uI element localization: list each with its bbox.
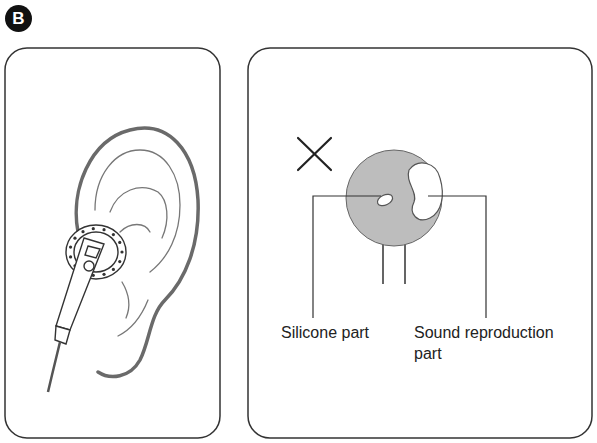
rim-dot bbox=[69, 255, 72, 258]
right-panel bbox=[248, 48, 592, 438]
rim-dot bbox=[73, 237, 76, 240]
part-label: Sound reproduction part bbox=[414, 322, 579, 364]
rim-dot bbox=[112, 233, 115, 236]
rim-dot bbox=[118, 260, 121, 263]
rim-dot bbox=[69, 246, 72, 249]
earphone-in-ear bbox=[48, 225, 126, 392]
left-panel bbox=[5, 48, 220, 438]
rim-dot bbox=[102, 273, 105, 276]
badge-letter: B bbox=[12, 9, 24, 29]
rim-dot bbox=[92, 227, 95, 230]
part-label: Silicone part bbox=[281, 322, 421, 343]
rim-dot bbox=[118, 241, 121, 244]
rim-dot bbox=[120, 250, 123, 253]
leader-line bbox=[313, 196, 486, 318]
earpiece-front bbox=[346, 150, 442, 284]
rim-dot bbox=[81, 230, 84, 233]
rim-dot bbox=[102, 228, 105, 231]
ear-drawing bbox=[76, 128, 198, 376]
section-badge: B bbox=[5, 5, 32, 32]
wrong-mark bbox=[298, 138, 331, 170]
rim-dot bbox=[112, 268, 115, 271]
